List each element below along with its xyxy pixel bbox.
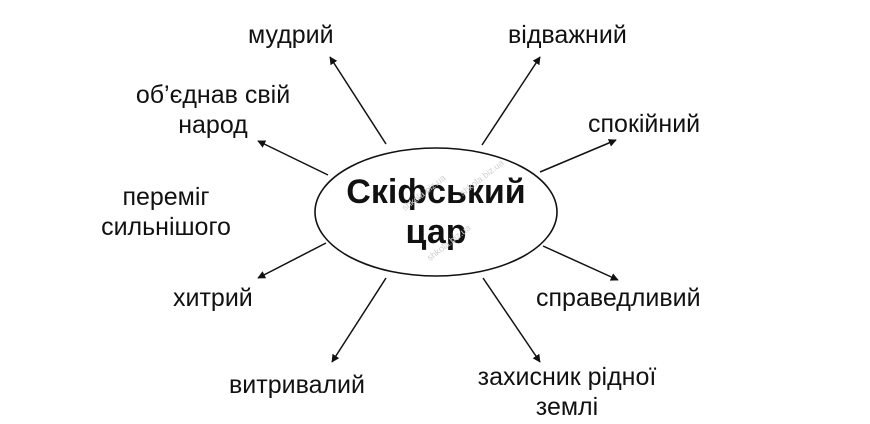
arrow-just bbox=[542, 245, 619, 281]
trait-united-line1: об’єднав свій bbox=[135, 81, 291, 109]
arrow-calm bbox=[539, 139, 617, 173]
trait-defeated: переміг сильнішого bbox=[96, 182, 236, 242]
arrow-enduring bbox=[331, 277, 387, 363]
trait-defeated-line2: сильнішого bbox=[101, 213, 231, 241]
trait-defender-line1: захисник рідної bbox=[477, 363, 657, 391]
trait-united: об’єднав свій народ bbox=[128, 80, 298, 140]
trait-united-line2: народ bbox=[178, 111, 248, 139]
trait-calm: спокійний bbox=[588, 110, 701, 138]
trait-defeated-line1: переміг bbox=[122, 183, 210, 211]
trait-just: справедливий bbox=[536, 284, 701, 312]
arrow-brave bbox=[481, 56, 541, 146]
trait-brave: відважний bbox=[508, 21, 627, 49]
center-label-line1: Скіфський bbox=[346, 173, 526, 211]
arrow-wise bbox=[329, 56, 387, 145]
trait-cunning: хитрий bbox=[173, 284, 253, 312]
trait-enduring: витривалий bbox=[229, 371, 365, 399]
center-ellipse bbox=[314, 147, 558, 277]
center-label-line2: цар bbox=[405, 213, 467, 251]
arrow-cunning bbox=[257, 242, 327, 279]
trait-defender-line2: землі bbox=[535, 393, 599, 421]
arrow-united bbox=[257, 140, 329, 176]
trait-wise: мудрий bbox=[248, 21, 334, 49]
trait-defender: захисник рідної землі bbox=[462, 362, 672, 422]
arrow-defender bbox=[482, 277, 541, 363]
center-label: Скіфський цар bbox=[316, 150, 556, 274]
